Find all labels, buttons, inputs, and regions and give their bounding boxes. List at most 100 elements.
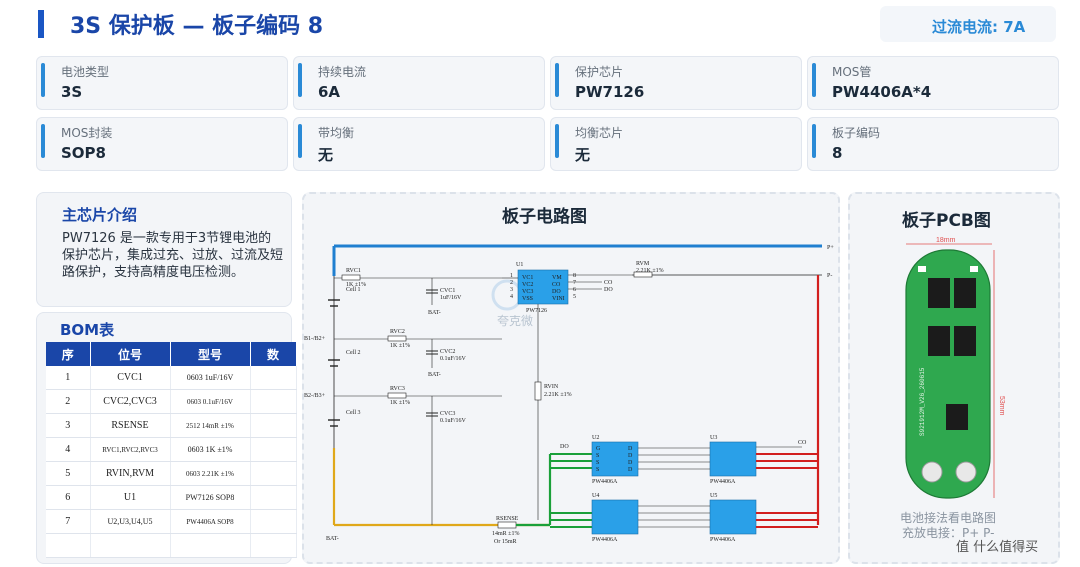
chip-intro-title: 主芯片介绍: [62, 206, 138, 224]
rsense-resistor: [497, 521, 517, 529]
spec-label: 均衡芯片: [575, 126, 624, 140]
table-row: 6 U1 PW7126 SOP8: [46, 485, 297, 510]
card-accent: [555, 124, 559, 158]
u1-pin-num: 2: [510, 280, 513, 286]
table-row: 3 RSENSE 2512 14mR ±1%: [46, 413, 297, 438]
card-accent: [298, 124, 302, 158]
cvc3-value: 0.1uF/16V: [440, 418, 467, 424]
bom-cell: [250, 413, 297, 438]
u2-name: PW4406A: [592, 479, 618, 485]
bom-cell: 5: [46, 461, 91, 486]
pcb-mosfet-icon: [954, 326, 976, 356]
spec-value: 无: [318, 146, 334, 164]
bom-cell: PW7126 SOP8: [170, 485, 251, 510]
spec-card-protection-chip: 保护芯片 PW7126: [550, 56, 802, 110]
do-label: DO: [604, 287, 613, 293]
pcb-mosfet-icon: [954, 278, 976, 308]
pcb-pad-icon: [918, 266, 926, 272]
table-row: 4 RVC1,RVC2,RVC3 0603 1K ±1%: [46, 437, 297, 462]
u3-mosfet: [709, 441, 757, 477]
watermark-logo-icon: [491, 279, 523, 311]
bom-cell: RSENSE: [90, 413, 171, 438]
bom-title: BOM表: [60, 321, 115, 339]
u1-pin-num: 7: [573, 280, 576, 286]
mos-pin: S: [596, 453, 599, 459]
spec-label: MOS管: [832, 65, 872, 79]
bom-cell: U1: [90, 485, 171, 510]
cvc1-label: CVC1: [440, 288, 455, 294]
mos-pin: S: [596, 460, 599, 466]
cvc2-value: 0.1uF/16V: [440, 356, 467, 362]
card-accent: [41, 63, 45, 97]
table-row: 2 CVC2,CVC3 0603 0.1uF/16V: [46, 389, 297, 414]
u5-mosfet: [709, 499, 757, 535]
rvm-resistor: [633, 271, 653, 278]
u1-pin: VM: [552, 275, 562, 281]
bom-cell: CVC2,CVC3: [90, 389, 171, 414]
spec-label: 板子编码: [832, 126, 881, 140]
pcb-caption-terminals: 充放电接：P+ P-: [902, 526, 995, 540]
cvc2-label: CVC2: [440, 349, 455, 355]
spec-card-mos-package: MOS封装 SOP8: [36, 117, 288, 171]
card-accent: [812, 124, 816, 158]
pcb-caption-wiring: 电池接法看电路图: [900, 511, 997, 525]
rvm-value: 2.21K ±1%: [636, 268, 664, 274]
bom-cell: 7: [46, 509, 91, 534]
bom-header-cell: 位号: [90, 342, 171, 366]
rvc2-label: RVC2: [390, 329, 405, 335]
bom-cell: 0603 0.1uF/16V: [170, 389, 251, 414]
pcb-mosfet-icon: [928, 278, 950, 308]
bom-cell: 2512 14mR ±1%: [170, 413, 251, 438]
bom-cell: RVIN,RVM: [90, 461, 171, 486]
pcb-pad-icon: [970, 266, 978, 272]
card-accent: [812, 63, 816, 97]
u1-pin: VC1: [522, 275, 533, 281]
bom-cell: 0603 1uF/16V: [170, 366, 251, 390]
u5-label: U5: [710, 493, 717, 499]
mos-pin: G: [596, 446, 601, 452]
rvin-label: RVIN: [544, 384, 559, 390]
rvc3-label: RVC3: [390, 386, 405, 392]
bom-cell: 0603 1K ±1%: [170, 437, 251, 462]
table-row: 5 RVIN,RVM 0603 2.21K ±1%: [46, 461, 297, 486]
spec-card-board-code: 板子编码 8: [807, 117, 1059, 171]
bom-cell: U2,U3,U4,U5: [90, 509, 171, 534]
pcb-pad-icon: [921, 461, 943, 483]
bat-minus-label: BAT-: [326, 536, 339, 542]
pcb-board: [905, 249, 991, 499]
bom-cell: [250, 461, 297, 486]
cvc1-value: 1uF/16V: [440, 295, 462, 301]
pcb-pad-icon: [955, 461, 977, 483]
u1-pin-num: 3: [510, 287, 513, 293]
mos-pin: D: [628, 446, 633, 452]
bom-cell: RVC1,RVC2,RVC3: [90, 437, 171, 462]
u1-pin: CO: [552, 282, 561, 288]
spec-label: 带均衡: [318, 126, 355, 140]
rsense-value-alt: Or 15mR: [494, 539, 517, 545]
p-minus-label: P-: [827, 273, 832, 279]
u1-pin: VC2: [522, 282, 533, 288]
do-net-label: DO: [560, 444, 569, 450]
b1-label: B1-/B2+: [304, 336, 326, 342]
cell-1-icon: [328, 299, 340, 307]
pcb-width-label: 18mm: [936, 237, 956, 244]
spec-label: MOS封装: [61, 126, 113, 140]
mos-pin: D: [628, 460, 633, 466]
co-net-label: CO: [798, 440, 807, 446]
u4-name: PW4406A: [592, 537, 618, 543]
bom-cell: [250, 509, 297, 534]
circuit-schematic: 夸克微 P+ P- Cell 1 Cell 2 Cell 3 B1-/B2+ B…: [304, 244, 834, 545]
bom-cell: [250, 437, 297, 462]
page-title: 3S 保护板 — 板子编码 8: [70, 14, 324, 39]
rvc2-value: 1K ±1%: [390, 343, 410, 349]
cell1-label: Cell 1: [346, 287, 361, 293]
table-row: [46, 533, 297, 558]
u1-pin: VC3: [522, 289, 533, 295]
bom-cell: 0603 2.21K ±1%: [170, 461, 251, 486]
spec-value: 6A: [318, 83, 341, 101]
spec-card-battery-type: 电池类型 3S: [36, 56, 288, 110]
u1-pin: VINI: [552, 296, 565, 302]
u1-pin-num: 6: [573, 287, 576, 293]
overcurrent-text: 过流电流: 7A: [932, 18, 1026, 36]
pcb-silkscreen: S921912M_V26_260615: [919, 367, 926, 436]
